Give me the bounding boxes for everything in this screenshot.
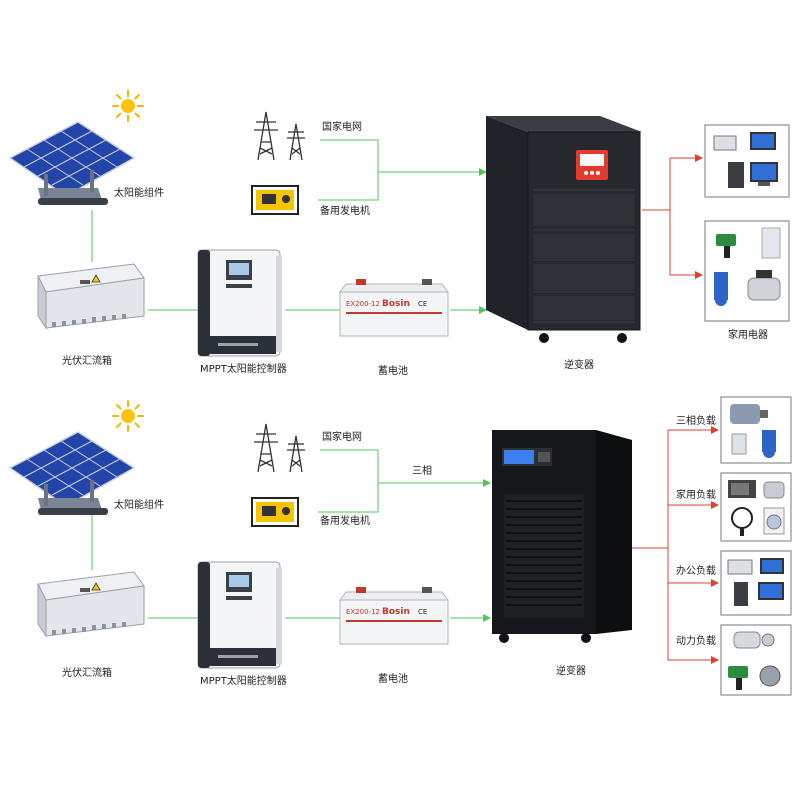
inverter-label: 逆变器: [564, 360, 594, 371]
battery-label: 蓄电池: [378, 366, 408, 377]
mppt-controller-icon: [197, 561, 282, 669]
inverter-label: 逆变器: [556, 666, 586, 677]
battery-label: 蓄电池: [378, 674, 408, 685]
battery-cert-text: CE: [418, 608, 427, 616]
solar-panel-label: 太阳能组件: [114, 188, 164, 199]
sun-icon: [112, 90, 144, 122]
home-appliances-label: 家用电器: [728, 330, 768, 341]
generator-label: 备用发电机: [320, 516, 370, 527]
three-phase-load-icon: [720, 396, 792, 464]
battery-icon: EX200-12 Bosin CE: [339, 587, 449, 645]
office-load-label: 办公负载: [676, 566, 716, 577]
power-load-icon: [720, 624, 792, 696]
battery-brand-text: Bosin: [382, 299, 410, 309]
inverter-icon: [492, 430, 632, 643]
pv-combiner-box-icon: [37, 571, 145, 638]
power-grid-tower-icon: [254, 423, 305, 473]
power-load-label: 动力负载: [676, 636, 716, 647]
three-phase-load-label: 三相负载: [676, 416, 716, 427]
green-wires-top: [91, 139, 487, 314]
three-phase-label: 三相: [412, 466, 432, 477]
sun-icon: [112, 400, 144, 432]
battery-cert-text: CE: [418, 300, 427, 308]
combiner-box-label: 光伏汇流箱: [62, 356, 112, 367]
mppt-controller-label: MPPT太阳能控制器: [200, 676, 287, 687]
inverter-icon: [486, 116, 642, 343]
generator-label: 备用发电机: [320, 206, 370, 217]
pv-combiner-box-icon: [37, 263, 145, 330]
battery-icon: EX200-12 Bosin CE: [339, 279, 449, 337]
backup-generator-icon: [251, 185, 299, 215]
battery-model-text: EX200-12: [346, 300, 380, 308]
solar-panel-array-icon: [8, 121, 136, 205]
grid-label: 国家电网: [322, 122, 362, 133]
battery-model-text: EX200-12: [346, 608, 380, 616]
mppt-controller-icon: [197, 249, 282, 357]
battery-brand-text: Bosin: [382, 607, 410, 617]
combiner-box-label: 光伏汇流箱: [62, 668, 112, 679]
office-load-icon: [720, 550, 792, 616]
power-grid-tower-icon: [254, 111, 305, 161]
solar-panel-label: 太阳能组件: [114, 500, 164, 511]
home-appliances-icon: [704, 220, 790, 322]
household-load-icon: [720, 472, 792, 542]
red-wires-top: [642, 154, 703, 279]
solar-panel-array-icon: [8, 431, 136, 515]
red-wires-bottom: [632, 426, 719, 664]
office-appliances-icon: [704, 124, 790, 198]
grid-label: 国家电网: [322, 432, 362, 443]
green-wires-bottom: [91, 449, 491, 622]
backup-generator-icon: [251, 497, 299, 527]
household-load-label: 家用负载: [676, 490, 716, 501]
mppt-controller-label: MPPT太阳能控制器: [200, 364, 287, 375]
